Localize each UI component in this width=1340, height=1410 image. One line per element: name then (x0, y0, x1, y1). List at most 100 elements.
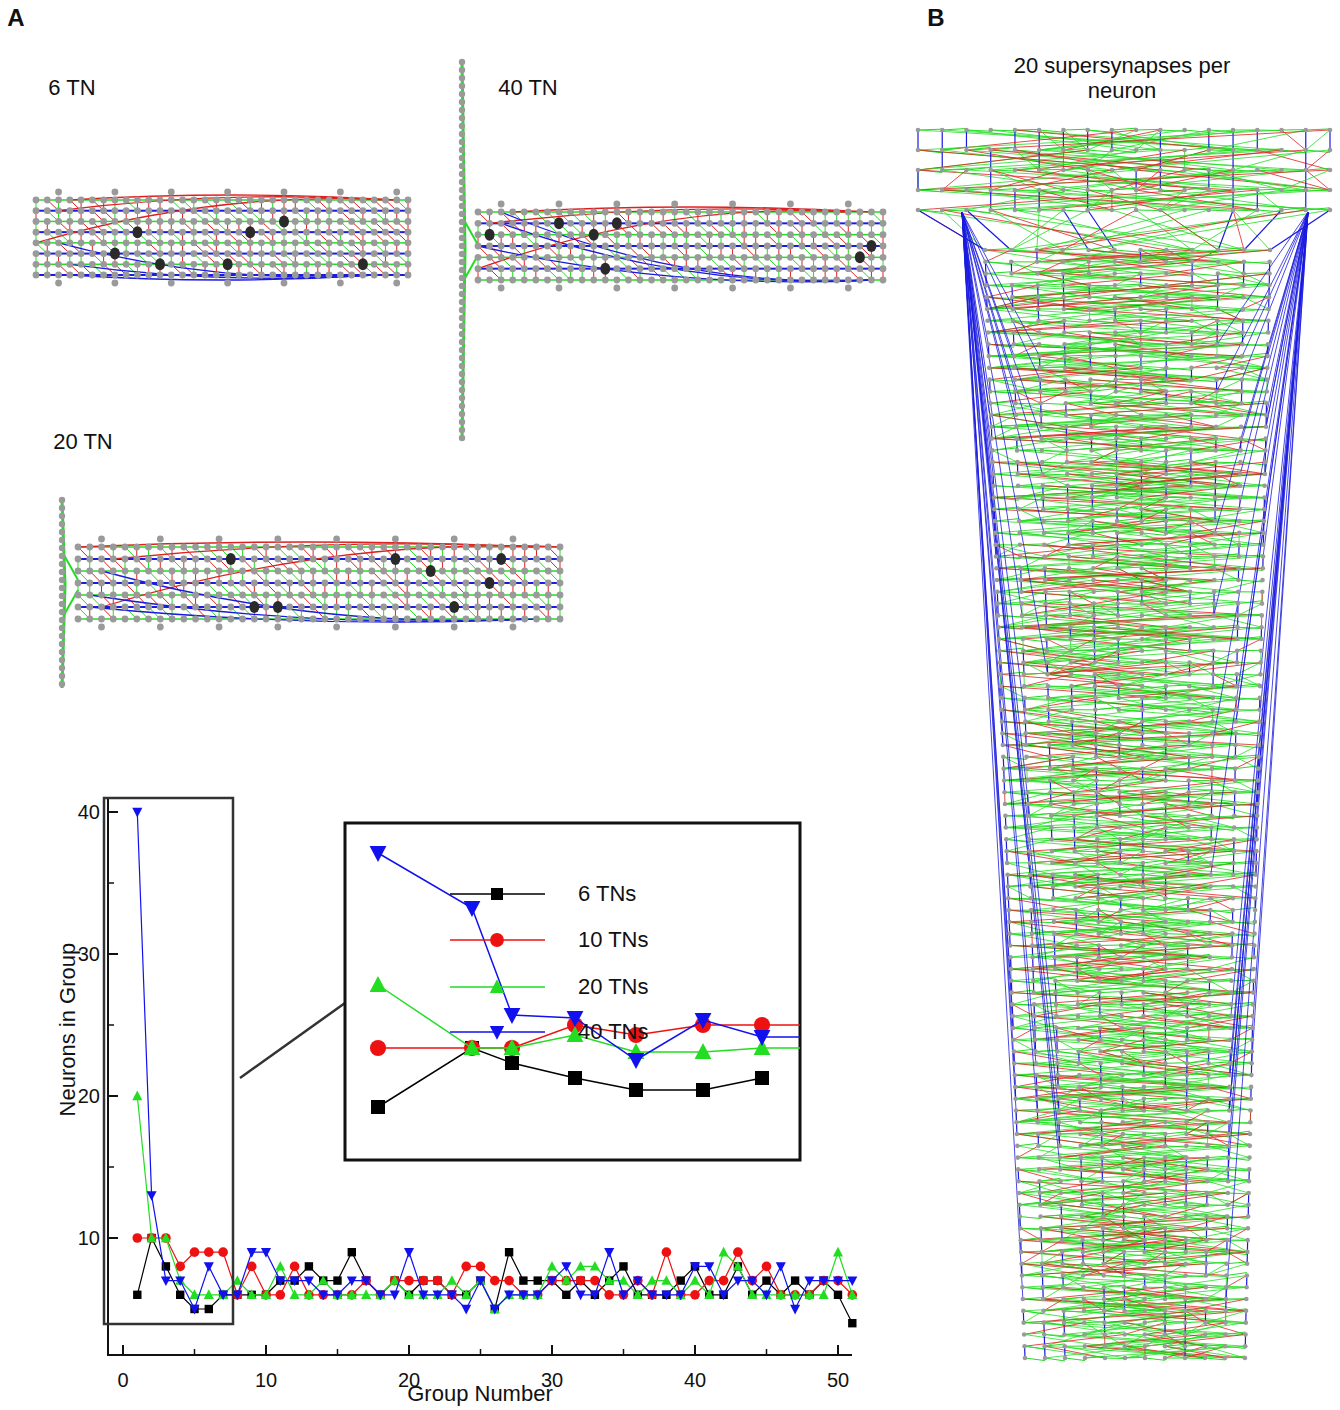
neuron-dot (59, 665, 65, 671)
neuron-dot (405, 207, 412, 214)
neuron-dot (660, 220, 667, 227)
neuron-dot (856, 243, 863, 250)
link-line (1116, 403, 1141, 404)
neuron-dot (459, 387, 465, 393)
neuron-dot (157, 624, 164, 631)
neuron-dot (44, 250, 51, 257)
neuron-dot (190, 239, 197, 246)
neuron-dot (333, 568, 340, 575)
neuron-dot (833, 220, 840, 227)
neuron-dot (579, 209, 586, 216)
neuron-dot (236, 261, 243, 268)
neuron-dot (567, 277, 574, 284)
neuron-dot (112, 280, 119, 287)
neuron-dot (810, 254, 817, 261)
neuron-dot (123, 250, 130, 257)
neuron-dot (648, 265, 655, 272)
neuron-dot (78, 272, 85, 279)
neuron-dot (718, 254, 725, 261)
neuron-dot (310, 568, 317, 575)
neuron-dot (357, 604, 364, 611)
neuron-dot (263, 568, 270, 575)
neuron-dot (213, 272, 220, 279)
neuron-dot (213, 207, 220, 214)
link-line (942, 150, 1281, 170)
neuron-dot (202, 197, 209, 204)
link-line (1166, 321, 1243, 333)
neuron-dot (787, 231, 794, 238)
neuron-dot (556, 243, 563, 250)
neuron-dot (718, 243, 725, 250)
neuron-dot (833, 277, 840, 284)
neuron-dot (157, 616, 164, 623)
neuron-dot (263, 556, 270, 563)
neuron-dot (314, 272, 321, 279)
neuron-dot (213, 218, 220, 225)
link-line (1166, 308, 1192, 309)
neuron-dot (799, 209, 806, 216)
neuron-dot (348, 250, 355, 257)
neuron-dot (694, 277, 701, 284)
neuron-dot (459, 291, 465, 297)
neuron-dot (78, 197, 85, 204)
neuron-dot (475, 265, 482, 272)
neuron-dot (345, 568, 352, 575)
neuron-dot (486, 220, 493, 227)
neuron-dot (486, 209, 493, 216)
neuron-dot (133, 568, 140, 575)
neuron-dot (98, 580, 105, 587)
neuron-dot (694, 220, 701, 227)
neuron-dot (66, 197, 73, 204)
link-line (1112, 207, 1136, 210)
link-line (1088, 150, 1112, 152)
network-tower (916, 128, 1333, 1361)
neuron-dot (89, 261, 96, 268)
neuron-dot (251, 616, 258, 623)
neuron-dot (459, 203, 465, 209)
neuron-dot (303, 272, 310, 279)
neuron-dot (459, 379, 465, 385)
neuron-dot (660, 243, 667, 250)
neuron-dot (227, 592, 234, 599)
neuron-dot (112, 229, 119, 236)
neuron-dot (498, 201, 505, 208)
neuron-dot (227, 568, 234, 575)
neuron-dot (298, 592, 305, 599)
link-line (1090, 355, 1115, 356)
neuron-dot (168, 229, 175, 236)
neuron-dot (486, 243, 493, 250)
neuron-dot (204, 580, 211, 587)
neuron-dot (326, 197, 333, 204)
neuron-dot (880, 209, 887, 216)
neuron-dot (416, 568, 423, 575)
neuron-dot (55, 239, 62, 246)
neuron-dot (486, 604, 493, 611)
neuron-dot (190, 218, 197, 225)
neuron-dot (192, 580, 199, 587)
neuron-dot (247, 197, 254, 204)
neuron-dot (213, 261, 220, 268)
neuron-dot (498, 592, 505, 599)
neuron-dot (258, 197, 265, 204)
neuron-dot (123, 218, 130, 225)
link-line (1041, 403, 1066, 404)
neuron-dot (729, 220, 736, 227)
neuron-dot (75, 556, 82, 563)
neuron-dot (475, 209, 482, 216)
neuron-dot (498, 616, 505, 623)
neuron-dot (357, 616, 364, 623)
link-line (1089, 210, 1282, 250)
neuron-dot (258, 207, 265, 214)
neuron-dot (498, 544, 505, 551)
neuron-dot (269, 239, 276, 246)
neuron-dot (382, 239, 389, 246)
neuron-dot (179, 207, 186, 214)
neuron-dot (498, 243, 505, 250)
neuron-dot (521, 243, 528, 250)
neuron-dot (579, 220, 586, 227)
link-line (942, 169, 966, 170)
neuron-dot (451, 592, 458, 599)
neuron-dot (251, 544, 258, 551)
neuron-dot (880, 277, 887, 284)
